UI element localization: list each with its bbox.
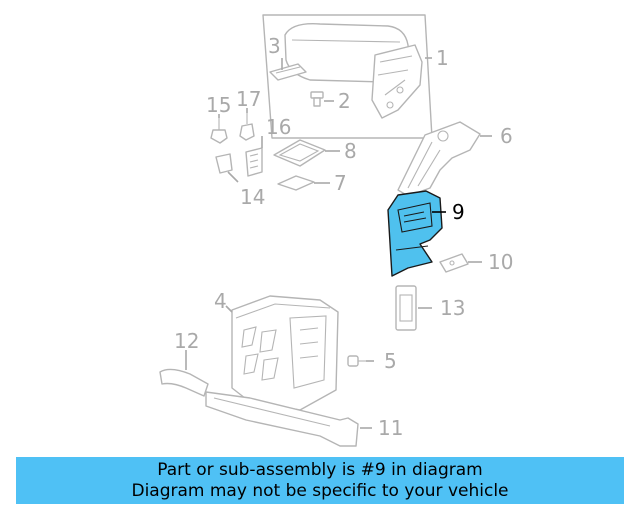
callout-15: 15 [206,93,231,117]
part-7-pad [277,175,315,191]
part-3-clip [269,63,307,81]
callout-5: 5 [384,349,397,373]
callout-12: 12 [174,329,199,353]
callout-14: 14 [240,185,265,209]
leader-lines [185,57,492,429]
callout-7: 7 [334,171,347,195]
part-15-clip [210,118,228,144]
callout-13: 13 [440,296,465,320]
part-17-clip [239,113,255,141]
part-11-duct [205,391,359,447]
callout-2: 2 [338,89,351,113]
part-16-bracket [245,147,263,177]
callout-labels: 1 2 3 4 5 6 7 8 9 10 11 12 13 14 15 16 1… [174,34,513,440]
callout-1: 1 [436,46,449,70]
callout-9: 9 [452,200,465,224]
part-12-duct [159,368,209,397]
callout-11: 11 [378,416,403,440]
part-2-screw [310,91,324,107]
part-9-highlighted-assembly [387,190,443,277]
part-13-module [395,285,417,331]
part-10-switch [439,253,469,273]
info-banner: Part or sub-assembly is #9 in diagram Di… [16,457,624,504]
callout-10: 10 [488,250,513,274]
banner-line-1: Part or sub-assembly is #9 in diagram [157,459,483,480]
part-1-console-lid [262,14,433,139]
callout-17: 17 [236,87,261,111]
banner-line-2: Diagram may not be specific to your vehi… [131,480,509,501]
part-14-clip [215,153,233,174]
part-5-screw [347,355,366,367]
callout-3: 3 [268,34,281,58]
callout-16: 16 [266,115,291,139]
part-4-console-frame [231,295,339,411]
callout-4: 4 [214,289,227,313]
part-8-tray-mat [273,139,326,167]
callout-6: 6 [500,124,513,148]
callout-8: 8 [344,139,357,163]
